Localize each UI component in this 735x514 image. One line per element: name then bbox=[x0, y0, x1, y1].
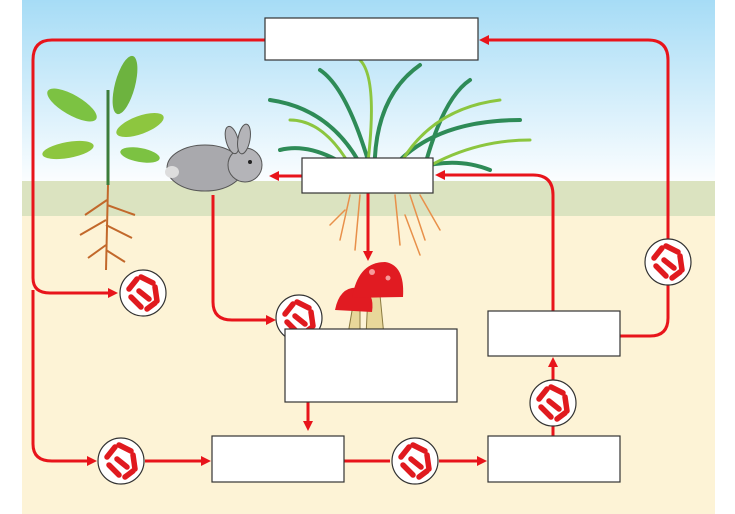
label-box-right-upper[interactable] bbox=[487, 310, 621, 357]
bacteria-icon bbox=[120, 270, 166, 316]
label-box-top[interactable] bbox=[264, 17, 479, 61]
bacteria-icon bbox=[530, 380, 576, 426]
bacteria-icon bbox=[98, 438, 144, 484]
bacteria-icon bbox=[392, 438, 438, 484]
rabbit-icon bbox=[165, 123, 263, 192]
arrow-rabbit-to-bacteria bbox=[211, 195, 276, 325]
bacteria-icon bbox=[645, 239, 691, 285]
arrows bbox=[31, 38, 670, 466]
label-box-middle[interactable] bbox=[301, 157, 434, 194]
label-box-bottom-right[interactable] bbox=[487, 435, 621, 483]
arrow-right-box-to-middle bbox=[435, 170, 555, 311]
arrow-top-left-to-bacteria bbox=[31, 38, 265, 298]
arrow-left-down-to-bacteria bbox=[31, 290, 97, 466]
label-box-center[interactable] bbox=[284, 328, 458, 403]
label-box-bottom-center[interactable] bbox=[211, 435, 345, 483]
arrow-to-top-box bbox=[482, 40, 670, 338]
plant-icon bbox=[42, 55, 164, 271]
